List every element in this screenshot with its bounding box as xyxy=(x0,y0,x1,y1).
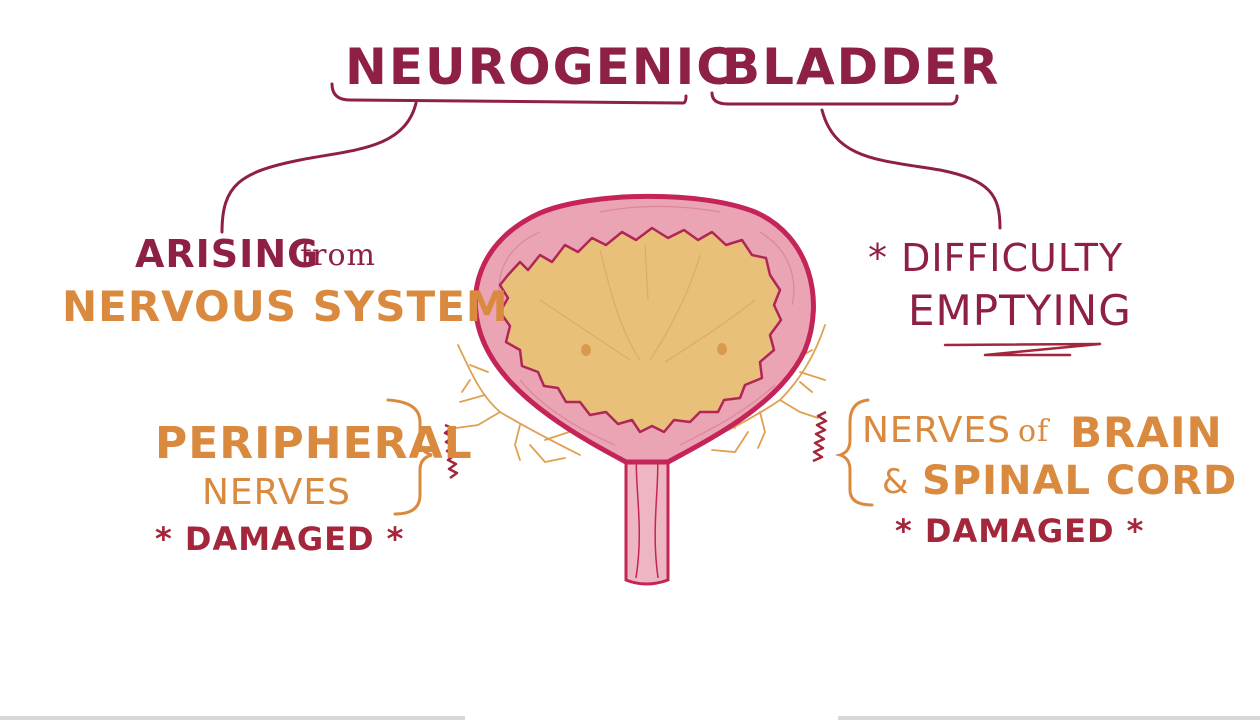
bottom-bar-right xyxy=(838,716,1260,720)
bracket-left-brace xyxy=(386,398,433,516)
label-peripheral-nerves: NERVES xyxy=(202,472,351,513)
connector-right xyxy=(820,108,1002,230)
bladder xyxy=(472,193,816,586)
title-bladder: BLADDER xyxy=(722,38,1001,96)
bottom-bar-left xyxy=(0,716,465,720)
label-damaged-left: * DAMAGED * xyxy=(155,520,404,558)
ureteric-orifice-right xyxy=(717,343,727,355)
label-of: of xyxy=(1018,414,1050,449)
title-bracket-left xyxy=(330,82,688,105)
title-neurogenic: NEUROGENIC xyxy=(345,38,735,96)
damaged-squiggle-right xyxy=(812,410,828,463)
difficulty-text: DIFFICULTY xyxy=(901,236,1124,280)
label-brain: BRAIN xyxy=(1070,408,1223,457)
label-arising: ARISING xyxy=(135,232,320,276)
connector-left xyxy=(220,101,418,234)
label-damaged-right: * DAMAGED * xyxy=(895,512,1144,550)
label-peripheral: PERIPHERAL xyxy=(155,418,473,469)
label-ampersand: & xyxy=(882,462,910,502)
damaged-squiggle-left xyxy=(443,423,459,480)
star-icon: * xyxy=(155,520,173,558)
bracket-right-brace xyxy=(834,398,874,507)
star-icon: * xyxy=(868,236,888,280)
star-icon: * xyxy=(386,520,405,558)
label-emptying: EMPTYING xyxy=(908,286,1132,335)
label-from: from xyxy=(300,238,376,273)
star-icon: * xyxy=(1126,512,1145,550)
label-difficulty: * DIFFICULTY xyxy=(868,236,1123,280)
damaged-right-text: DAMAGED xyxy=(924,512,1115,550)
label-right-nerves: NERVES xyxy=(862,410,1011,451)
ureteric-orifice-left xyxy=(581,344,591,356)
label-spinal-cord: SPINAL CORD xyxy=(922,458,1238,504)
label-nervous-system: NERVOUS SYSTEM xyxy=(62,282,509,331)
star-icon: * xyxy=(895,512,913,550)
title-bracket-right xyxy=(710,91,959,106)
bladder-urine xyxy=(498,226,783,434)
damaged-left-text: DAMAGED xyxy=(184,520,375,558)
emptying-underline xyxy=(943,342,1102,357)
